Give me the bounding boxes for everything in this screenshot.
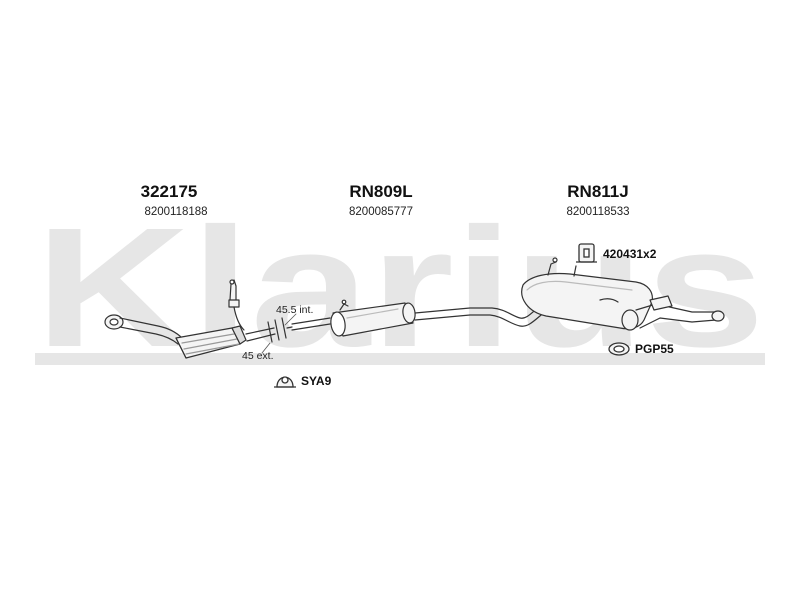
catalytic-converter: [175, 325, 247, 359]
section-1-oem-number: 8200118188: [144, 206, 208, 218]
watermark-baseline-bar: [35, 353, 765, 365]
clamp-icon: [274, 376, 296, 388]
rubber-mount-icon: [576, 243, 597, 263]
oxygen-sensor-icon: [228, 279, 245, 331]
dimension-external-label: 45 ext.: [242, 350, 274, 362]
tail-pipe: [621, 295, 725, 331]
front-flange: [104, 314, 124, 330]
dimension-leaders: [261, 313, 297, 354]
hanger-icon: [339, 299, 349, 311]
intermediate-pipe: [291, 317, 331, 331]
rubber-mount-label: 420431x2: [603, 247, 657, 261]
pipe-joint: [267, 317, 293, 343]
front-downpipe: [119, 317, 183, 345]
section-2-part-code: RN809L: [349, 182, 413, 201]
dimension-internal-label: 45.5 int.: [276, 304, 314, 316]
section-3-part-code: RN811J: [567, 182, 629, 201]
middle-silencer: [330, 302, 416, 337]
rear-silencer: [521, 257, 653, 330]
gasket-ring-label: PGP55: [635, 342, 674, 356]
section-2-oem-number: 8200085777: [349, 206, 413, 218]
section-3-oem-number: 8200118533: [566, 206, 630, 218]
section-1-part-code: 322175: [140, 182, 198, 201]
clamp-label: SYA9: [301, 374, 332, 388]
gasket-ring-icon: [608, 342, 630, 356]
